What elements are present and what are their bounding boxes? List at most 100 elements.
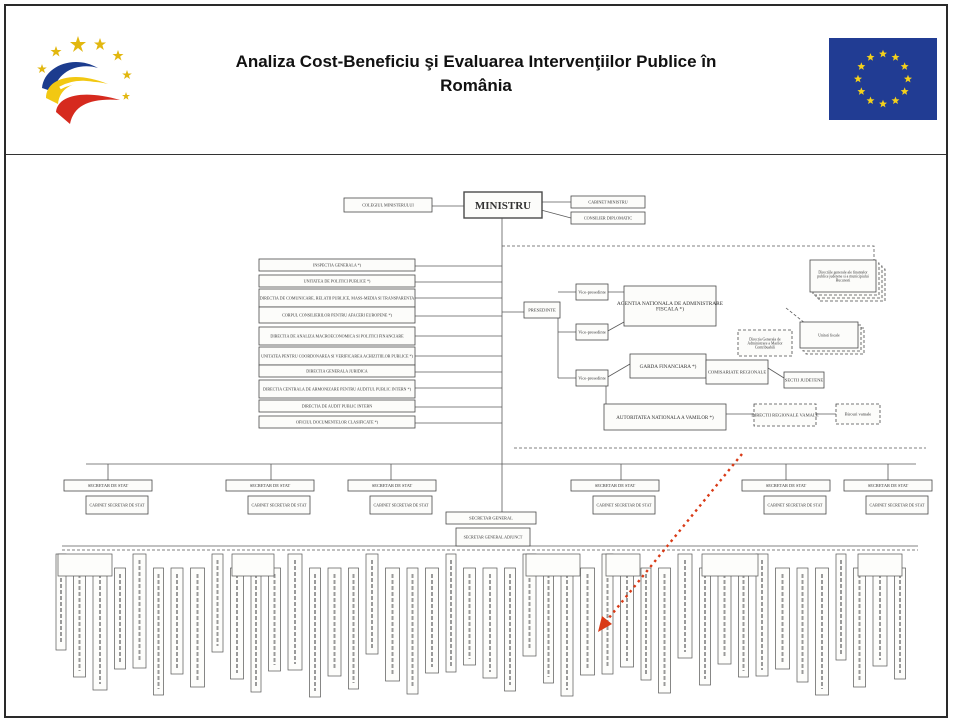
- eu-star-icon: [879, 49, 887, 58]
- unitati-fiscale-stack-box: [799, 321, 859, 349]
- cabinet-secretar-0-box: [85, 495, 149, 515]
- title-line-2: România: [440, 76, 512, 95]
- secretar-de-stat-5-box: [843, 479, 933, 492]
- left-column-item-8: DIRECTIA DE AUDIT PUBLIC INTERN: [302, 403, 372, 408]
- secretar-de-stat-3: SECRETAR DE STAT: [595, 483, 636, 488]
- left-column-item-7: DIRECTIA CENTRALA DE ARMONIZARE PENTRU A…: [263, 386, 412, 391]
- left-column-item-0-box: [258, 258, 416, 272]
- eu-star-icon: [904, 74, 912, 83]
- secretar-de-stat-0: SECRETAR DE STAT: [88, 483, 129, 488]
- logo-stars-icon: [37, 36, 132, 100]
- cabinet-secretar-1: CABINET SECRETAR DE STAT: [252, 502, 308, 507]
- secretar-general: SECRETAR GENERAL: [469, 516, 513, 521]
- vice-presedinte-1-box: [575, 283, 609, 301]
- left-column-item-1-box: [258, 274, 416, 288]
- consilier-diplomatic-box: [570, 211, 646, 225]
- logo-yellow-band: [46, 76, 108, 104]
- cabinet-secretar-5: CABINET SECRETAR DE STAT: [870, 502, 926, 507]
- cabinet-secretar-3-box: [592, 495, 656, 515]
- department-column-40: [835, 553, 847, 661]
- department-column-41: [853, 567, 866, 688]
- secretar-de-stat-5: SECRETAR DE STAT: [868, 483, 909, 488]
- cabinet-secretar-2: CABINET SECRETAR DE STAT: [374, 502, 430, 507]
- left-column-item-6: DIRECTIA GENERALA JURIDICA: [306, 368, 367, 373]
- left-column-item-9-box: [258, 415, 416, 429]
- vice-presedinte-1: Vice-presedinte: [578, 290, 606, 295]
- vice-presedinte-2: Vice-presedinte: [578, 330, 606, 335]
- sectii-judetene: SECTII JUDETENE: [785, 378, 824, 383]
- secretar-general-box: [445, 511, 537, 525]
- programme-logo-icon: [37, 36, 132, 124]
- eu-star-icon: [866, 96, 875, 104]
- presedinte-box: [523, 301, 561, 319]
- secretar-de-stat-3-box: [570, 479, 660, 492]
- comisariate-regionale: COMISARIATE REGIONALE: [708, 370, 767, 375]
- header-divider: [6, 154, 946, 155]
- department-group-header-1: [231, 553, 275, 577]
- vice-presedinte-2-box: [575, 323, 609, 341]
- cabinet-secretar-4-box: [763, 495, 827, 515]
- highlight-arrow-icon: [598, 453, 743, 632]
- department-column-13: [309, 567, 321, 698]
- department-column-19: [425, 567, 439, 674]
- minister-box: [463, 191, 543, 219]
- left-column-item-4-box: [258, 326, 416, 346]
- logo-red-band: [56, 94, 120, 124]
- secretar-de-stat-0-box: [63, 479, 153, 492]
- unitati-fiscale: Unitati fiscale: [818, 333, 840, 337]
- left-column-item-0: INSPECTIA GENERALA *): [313, 262, 362, 267]
- secretar-general-adjunct-box: [455, 527, 531, 547]
- slide-frame: Analiza Cost-Beneficiu şi Evaluarea Inte…: [4, 4, 948, 718]
- cabinet-ministru-box: [570, 195, 646, 209]
- logo-blue-band: [42, 61, 98, 92]
- garda-financiara: GARDA FINANCIARA *): [640, 363, 697, 370]
- left-column-item-9: OFICIUL DOCUMENTELOR CLASIFICATE *): [296, 419, 379, 424]
- directia-contribuabili-box: [737, 329, 793, 357]
- secretar-de-stat-2: SECRETAR DE STAT: [372, 483, 413, 488]
- eu-star-icon: [854, 74, 862, 83]
- department-column-27: [580, 567, 595, 676]
- dgfp-stack-box: [809, 259, 877, 293]
- directii-regionale-vamale: DIRECTII REGIONALE VAMALE: [751, 413, 818, 418]
- cabinet-secretar-0: CABINET SECRETAR DE STAT: [90, 502, 146, 507]
- department-column-20: [445, 553, 457, 673]
- secretar-de-stat-1: SECRETAR DE STAT: [250, 483, 291, 488]
- secretar-de-stat-2-box: [347, 479, 437, 492]
- colegiu-ministerului: COLEGIUL MINISTERULUI: [362, 202, 414, 207]
- page-title: Analiza Cost-Beneficiu şi Evaluarea Inte…: [156, 50, 796, 98]
- directii-regionale-vamale-box: [753, 403, 817, 427]
- left-column-item-5: UNITATEA PENTRU COORDONAREA SI VERIFICAR…: [261, 353, 413, 358]
- presedinte: PRESEDINTE: [528, 308, 556, 313]
- department-group-header-3: [605, 553, 641, 577]
- eu-flag-icon: [829, 38, 937, 120]
- birouri-vamale: Birouri vamale: [845, 412, 872, 417]
- department-group-header-4: [701, 553, 759, 577]
- eu-star-icon: [891, 96, 900, 104]
- title-line-1: Analiza Cost-Beneficiu şi Evaluarea Inte…: [235, 52, 717, 71]
- cabinet-secretar-2-box: [369, 495, 433, 515]
- left-column-item-3-box: [258, 306, 416, 324]
- cabinet-ministru: CABINET MINISTRU: [588, 199, 627, 204]
- anaf-box: [623, 285, 717, 327]
- secretar-de-stat-4: SECRETAR DE STAT: [766, 483, 807, 488]
- left-column-item-8-box: [258, 399, 416, 413]
- cabinet-secretar-4: CABINET SECRETAR DE STAT: [768, 502, 824, 507]
- cabinet-secretar-1-box: [247, 495, 311, 515]
- secretar-de-stat-1-box: [225, 479, 315, 492]
- consilier-diplomatic: CONSILIER DIPLOMATIC: [584, 215, 632, 220]
- department-column-6: [170, 567, 184, 675]
- vice-presedinte-3: Vice-presedinte: [578, 376, 606, 381]
- colegiu-ministerului-box: [343, 197, 433, 213]
- garda-financiara-box: [629, 353, 707, 379]
- vice-presedinte-3-box: [575, 369, 609, 387]
- left-column-item-2: DIRECTIA DE COMUNICARE, RELATII PUBLICE,…: [260, 295, 414, 301]
- eu-star-icon: [879, 99, 887, 108]
- department-group-header-5: [857, 553, 903, 577]
- sectii-judetene-box: [783, 371, 825, 389]
- birouri-vamale-box: [835, 403, 881, 425]
- secretar-general-adjunct: SECRETAR GENERAL ADJUNCT: [464, 534, 523, 539]
- department-group-header-2: [525, 553, 581, 577]
